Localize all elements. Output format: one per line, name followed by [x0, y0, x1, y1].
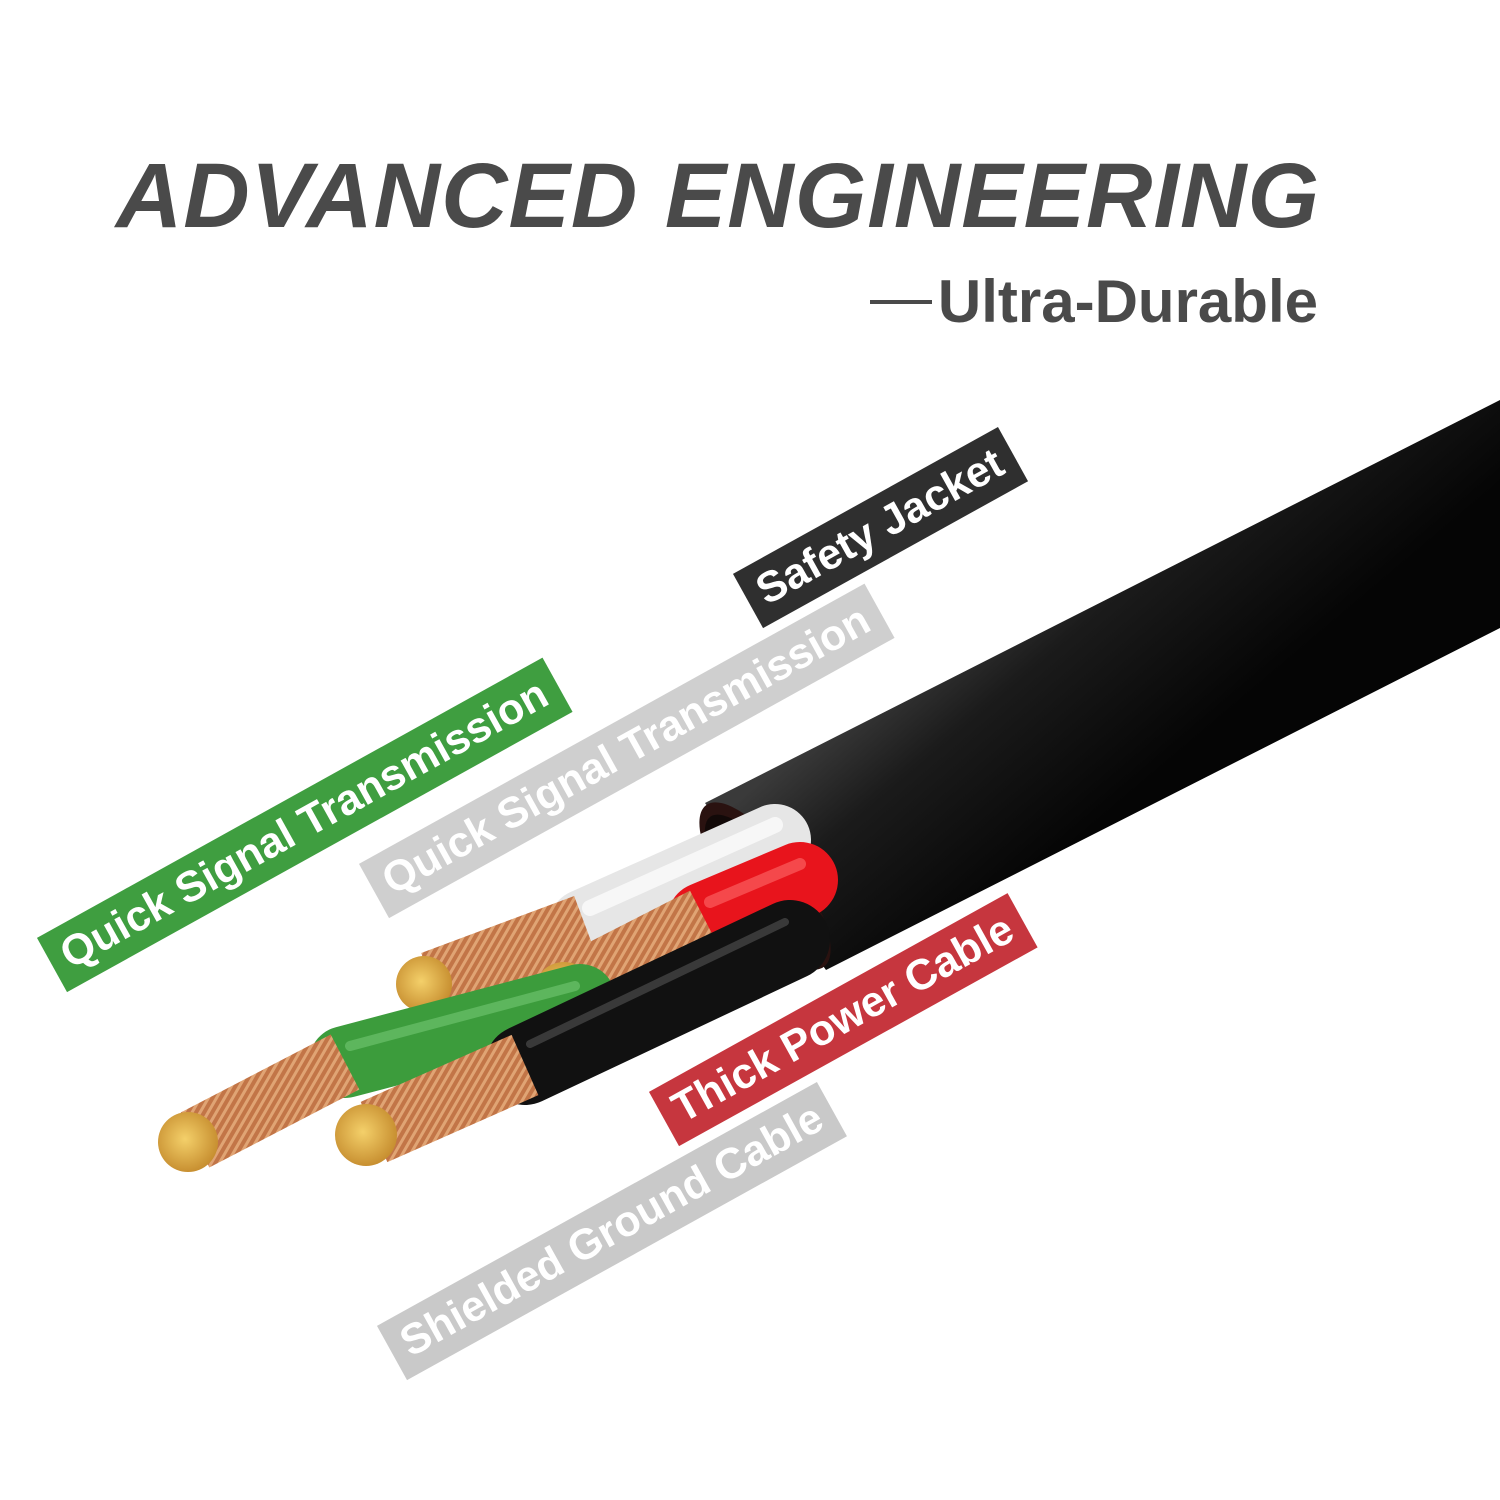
subheadline: Ultra-Durable [0, 272, 1318, 332]
black-ground-wire [335, 900, 830, 1166]
dash-mark [869, 300, 932, 305]
green-signal-wire [158, 964, 616, 1172]
white-wire-strand-end [396, 956, 452, 1012]
green-wire-strand-end [158, 1112, 218, 1172]
subheadline-text: Ultra-Durable [937, 268, 1318, 335]
headline: ADVANCED ENGINEERING [115, 145, 1320, 247]
jacket-body [705, 400, 1500, 970]
black-wire-strand-end [335, 1104, 397, 1166]
white-signal-wire [396, 804, 811, 1012]
